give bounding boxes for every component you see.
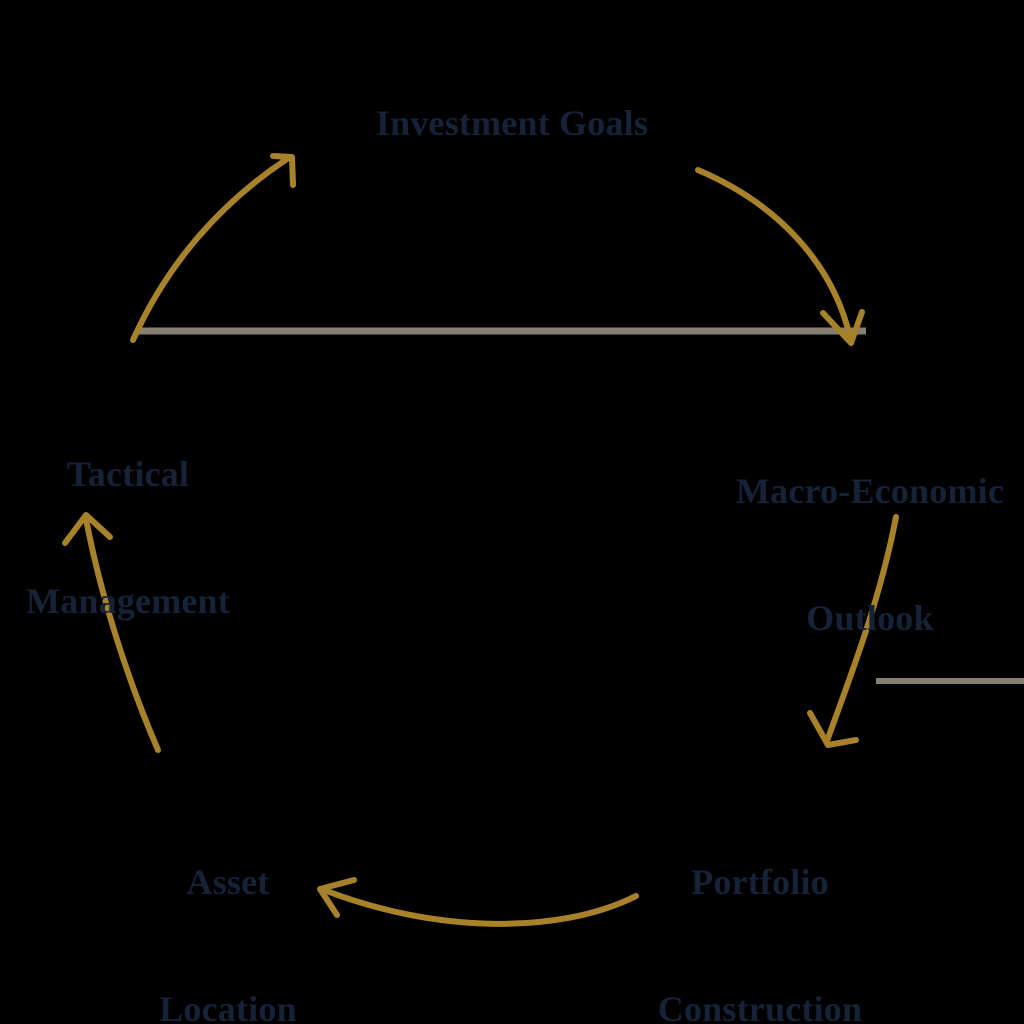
- node-line: Tactical: [66, 453, 190, 494]
- node-label-macro-outlook: Macro-Economic Outlook: [700, 385, 1024, 725]
- node-line: Construction: [657, 989, 863, 1024]
- node-label-investment-goals: Investment Goals: [0, 102, 1024, 144]
- edge-macro-to-portfolio: [807, 514, 899, 748]
- node-line: Portfolio: [691, 861, 829, 902]
- node-line: Outlook: [806, 598, 934, 639]
- edge-tactical-to-goals: [130, 153, 296, 343]
- edge-goals-to-macro: [695, 167, 865, 346]
- node-line: Macro-Economic: [735, 470, 1005, 511]
- node-label-tactical-management: Tactical Management: [0, 368, 263, 708]
- node-label-asset-location: Asset Location: [98, 776, 358, 1024]
- node-line: Investment Goals: [375, 103, 649, 143]
- edge-portfolio-to-asset: [317, 877, 639, 927]
- node-line: Location: [159, 989, 297, 1024]
- edge-asset-to-tactical: [62, 512, 161, 753]
- node-line: Asset: [186, 861, 270, 902]
- node-line: Management: [26, 581, 230, 622]
- node-label-portfolio-construction: Portfolio Construction: [600, 776, 920, 1024]
